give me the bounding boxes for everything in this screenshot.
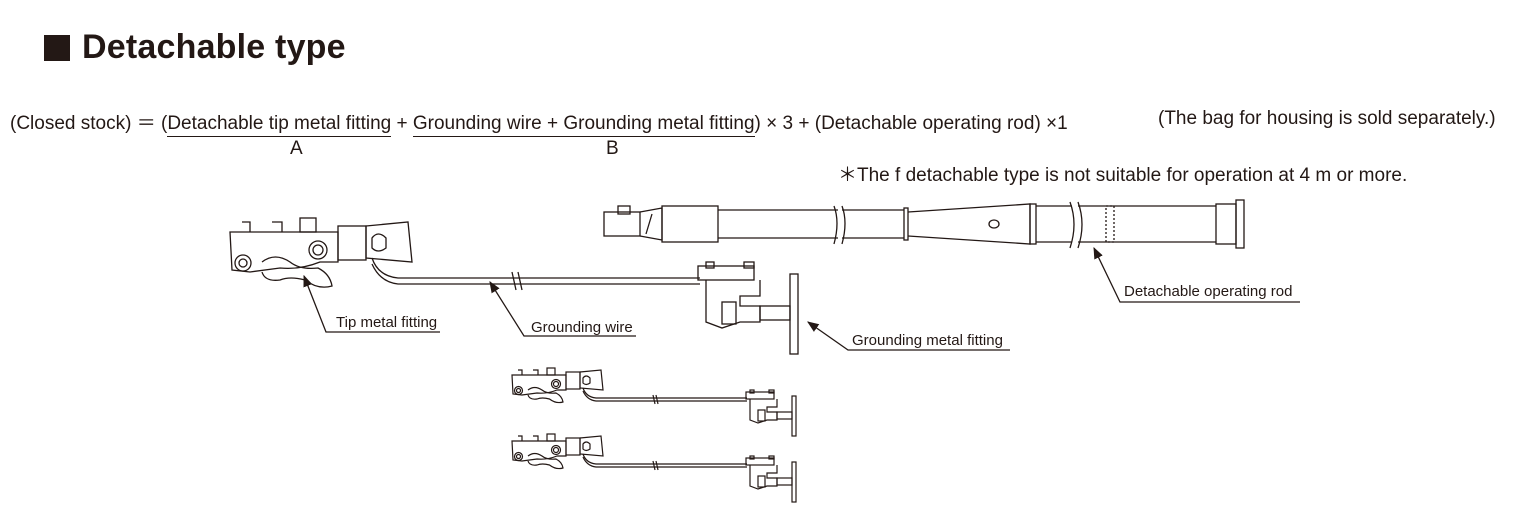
- callout-tip-metal-fitting: Tip metal fitting: [336, 314, 438, 331]
- formula-part2: ) × 3 + (Detachable operating rod) ×1: [754, 113, 1068, 134]
- callout-grounding-wire: Grounding wire: [531, 319, 633, 336]
- label-a: A: [290, 138, 303, 159]
- formula-a-text: Detachable tip metal fitting: [167, 113, 392, 137]
- grounding-set-small-1: [511, 367, 797, 437]
- composition-formula: (Closed stock) ＝ (Detachable tip metal f…: [10, 108, 1068, 137]
- operating-rod-drawing: [603, 199, 1245, 249]
- label-b: B: [606, 138, 619, 159]
- formula-part1: (Closed stock) ＝ (: [10, 113, 168, 134]
- square-bullet-icon: [44, 34, 70, 61]
- grounding-set-main: [229, 217, 799, 355]
- formula-b-text: Grounding wire + Grounding metal fitting: [412, 113, 755, 137]
- callout-grounding-metal-fitting: Grounding metal fitting: [852, 332, 1003, 349]
- formula-plus: +: [391, 113, 413, 134]
- page-title: Detachable type: [44, 28, 346, 67]
- callout-detachable-operating-rod: Detachable operating rod: [1124, 283, 1293, 300]
- bag-note: (The bag for housing is sold separately.…: [1158, 108, 1496, 129]
- suitability-note: ＊The f detachable type is not suitable f…: [838, 165, 1408, 186]
- title-text: Detachable type: [82, 28, 346, 66]
- grounding-set-small-2: [511, 433, 797, 503]
